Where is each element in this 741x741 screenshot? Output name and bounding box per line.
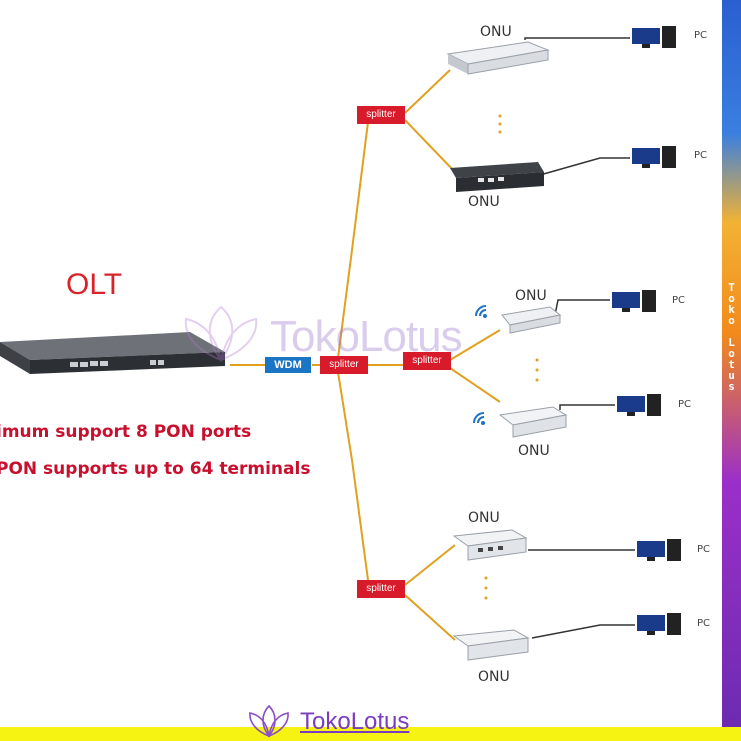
olt-device-icon: [0, 332, 225, 374]
onu-device-icon: [498, 406, 568, 438]
onu-label: ONU: [518, 443, 550, 459]
footer-band: [0, 727, 741, 741]
side-brand-strip: [722, 0, 741, 741]
olt-title: OLT: [66, 268, 123, 301]
splitter-bottom: splitter: [357, 580, 405, 598]
pc-icon: [632, 146, 676, 168]
pc-label: PC: [694, 150, 708, 161]
onu-device-icon: [501, 306, 562, 334]
onu-label: ONU: [478, 669, 510, 685]
pc-label: PC: [697, 544, 711, 555]
pc-label: PC: [672, 295, 686, 306]
pc-icon: [617, 394, 661, 416]
onu-label: ONU: [480, 24, 512, 40]
pc-icon: [637, 539, 681, 561]
onu-label: ONU: [468, 510, 500, 526]
onu-device-icon: [452, 629, 530, 661]
onu-label: ONU: [468, 194, 500, 210]
olt-spec-ports: imum support 8 PON ports: [0, 422, 252, 442]
olt-spec-terminals: PON supports up to 64 terminals: [0, 459, 311, 479]
pc-icon: [612, 290, 656, 312]
side-brand-text: T o k o L o t u s: [728, 281, 735, 393]
footer-brand-text: TokoLotus: [300, 708, 410, 735]
wdm-box: WDM: [265, 357, 311, 373]
splitter-right: splitter: [403, 352, 451, 370]
pc-icon: [632, 26, 676, 48]
onu-device-icon: [450, 162, 544, 192]
wifi-icon: [475, 305, 487, 318]
pc-label: PC: [697, 618, 711, 629]
onu-device-icon: [446, 41, 550, 75]
pc-label: PC: [694, 30, 708, 41]
splitter-top: splitter: [357, 106, 405, 124]
pc-label: PC: [678, 399, 692, 410]
onu-label: ONU: [515, 288, 547, 304]
lotus-logo-icon: [249, 704, 289, 738]
onu-device-icon: [452, 529, 528, 561]
wifi-icon: [473, 412, 485, 425]
lotus-watermark-icon: [184, 305, 258, 362]
pc-icon: [637, 613, 681, 635]
splitter-main: splitter: [320, 356, 368, 374]
